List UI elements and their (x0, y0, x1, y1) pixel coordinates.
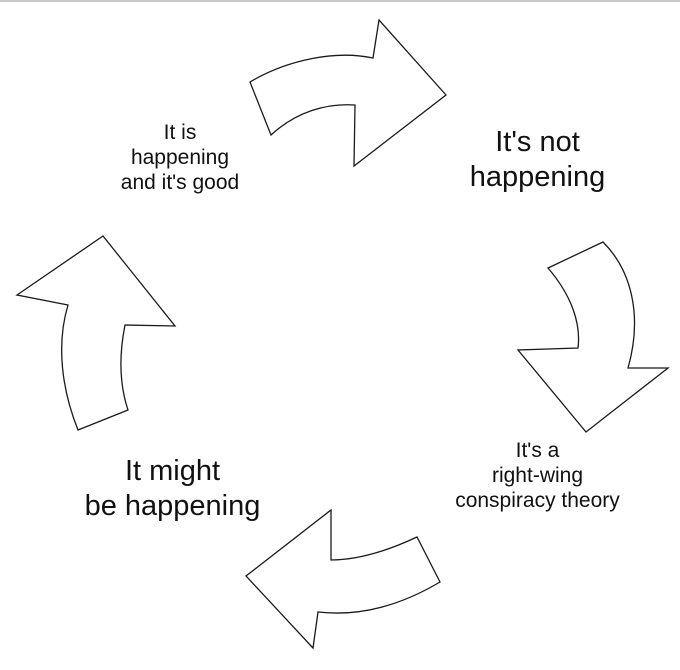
stage-label-not-happening: It's not happening (430, 125, 645, 196)
top-border (0, 0, 680, 2)
stage-line: conspiracy theory (455, 489, 620, 513)
arrow-bottom-left (245, 508, 441, 650)
arrow-top-right (249, 18, 447, 168)
stage-line: happening (469, 161, 606, 194)
stage-label-conspiracy-theory: It's a right-wing conspiracy theory (405, 438, 670, 514)
stage-line: It might (124, 455, 221, 487)
stage-line: be happening (84, 490, 261, 523)
stage-line: It's not (495, 126, 580, 158)
arrow-right-down (516, 241, 670, 433)
stage-label-might-be-happening: It might be happening (55, 454, 290, 525)
stage-line: It is (163, 121, 197, 144)
stage-line: It's a (515, 439, 560, 462)
stage-label-its-good: It is happening and it's good (95, 120, 265, 196)
arrow-left-up (15, 235, 177, 431)
stage-line: and it's good (120, 171, 240, 195)
stage-line: happening (130, 146, 230, 170)
stage-line: right-wing (491, 464, 584, 488)
